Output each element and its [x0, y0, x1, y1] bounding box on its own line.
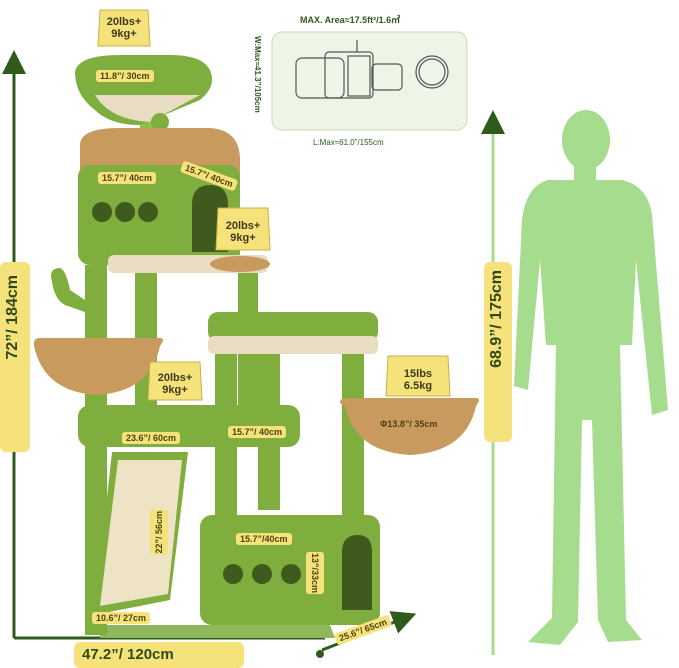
dim-bottom-condo-width: 15.7”/40cm [236, 533, 292, 545]
cat-tree [34, 55, 479, 638]
dim-top-perch: 11.8”/ 30cm [96, 70, 154, 82]
height-pill [0, 262, 30, 452]
person-silhouette [514, 110, 668, 645]
weight-icons [97, 9, 451, 401]
person-height-pill [484, 262, 512, 442]
person-height: 68.9”/ 175cm [488, 270, 505, 368]
dim-condo-width: 15.7”/ 40cm [98, 172, 157, 184]
width-pill [74, 642, 244, 668]
dim-bottom-condo-height: 13”/33cm [306, 552, 324, 595]
dim-basket: Φ13.8”/ 35cm [380, 419, 438, 429]
overall-height: 72”/ 184cm [4, 275, 21, 360]
footprint-top-view-icon [295, 40, 449, 99]
weight-top-perch: 20lbs+9kg+ [106, 16, 142, 40]
dim-platform-depth: 15.7”/ 40cm [228, 426, 287, 438]
weight-platform: 20lbs+9kg+ [157, 372, 193, 396]
weight-condo: 20lbs+9kg+ [225, 220, 261, 244]
overall-width: 47.2”/ 120cm [82, 646, 174, 663]
length-max-label: L:Max≈61.0”/155cm [313, 138, 384, 147]
dim-platform-width: 23.6”/ 60cm [122, 432, 181, 444]
dim-scratcher-length: 22”/ 56cm [150, 510, 168, 555]
dim-scratcher-width: 10.6”/ 27cm [92, 612, 151, 624]
width-max-label: W:Max≈41.3”/105cm [253, 36, 262, 113]
max-area-label: MAX. Area≈17.5ft²/1.6㎡ [300, 15, 401, 25]
